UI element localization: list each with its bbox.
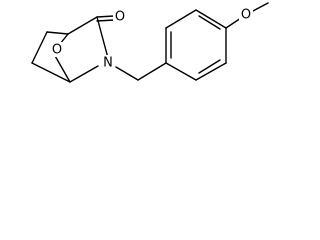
bond-methoxy-oxygen-to-methyl	[252, 2, 269, 12]
ring-oxygen-label-bg	[50, 42, 64, 57]
bond-aryl-to-methoxy-oxygen	[225, 17, 242, 29]
bond-ring-oxygen-to-bottom-bridgehead	[53, 53, 71, 83]
bond-nitrogen-to-methylene	[115, 66, 139, 81]
amide-nitrogen-label-bg	[101, 55, 115, 70]
bond-nitrogen-to-bridgehead-bottom	[69, 65, 99, 83]
bond-ring-carbon-to-ring-carbon	[31, 31, 48, 64]
ring-oxygen-label: O	[52, 43, 62, 58]
bond-carbonyl-c-to-o-1	[96, 15, 115, 18]
methoxy-oxygen-label-bg	[239, 8, 253, 23]
bond-carbonyl-carbon-to-nitrogen	[96, 16, 109, 59]
aryl-bond-6	[165, 62, 197, 81]
bond-bridgehead-top-to-carbonyl-carbon	[67, 16, 98, 35]
aryl-bond-3	[195, 9, 227, 29]
aryl-inner-double-bond-2	[198, 15, 221, 30]
methoxy-oxygen-label: O	[241, 8, 251, 23]
carbonyl-oxygen-label: O	[115, 10, 125, 25]
bond-ring-carbon-to-bottom-bridgehead	[31, 62, 71, 83]
bond-carbonyl-c-to-o-2	[96, 19, 115, 22]
bond-methylene-to-aryl	[137, 62, 167, 81]
bond-top-bridgehead-to-ring-carbon	[46, 31, 69, 35]
aryl-inner-double-bond-3	[198, 59, 221, 74]
amide-nitrogen-label: N	[103, 56, 113, 71]
aryl-bond-5	[195, 62, 227, 81]
chemical-structure-diagram: O O N O	[31, 2, 269, 83]
carbonyl-oxygen-label-bg	[113, 9, 127, 24]
aryl-bond-2	[165, 9, 197, 29]
